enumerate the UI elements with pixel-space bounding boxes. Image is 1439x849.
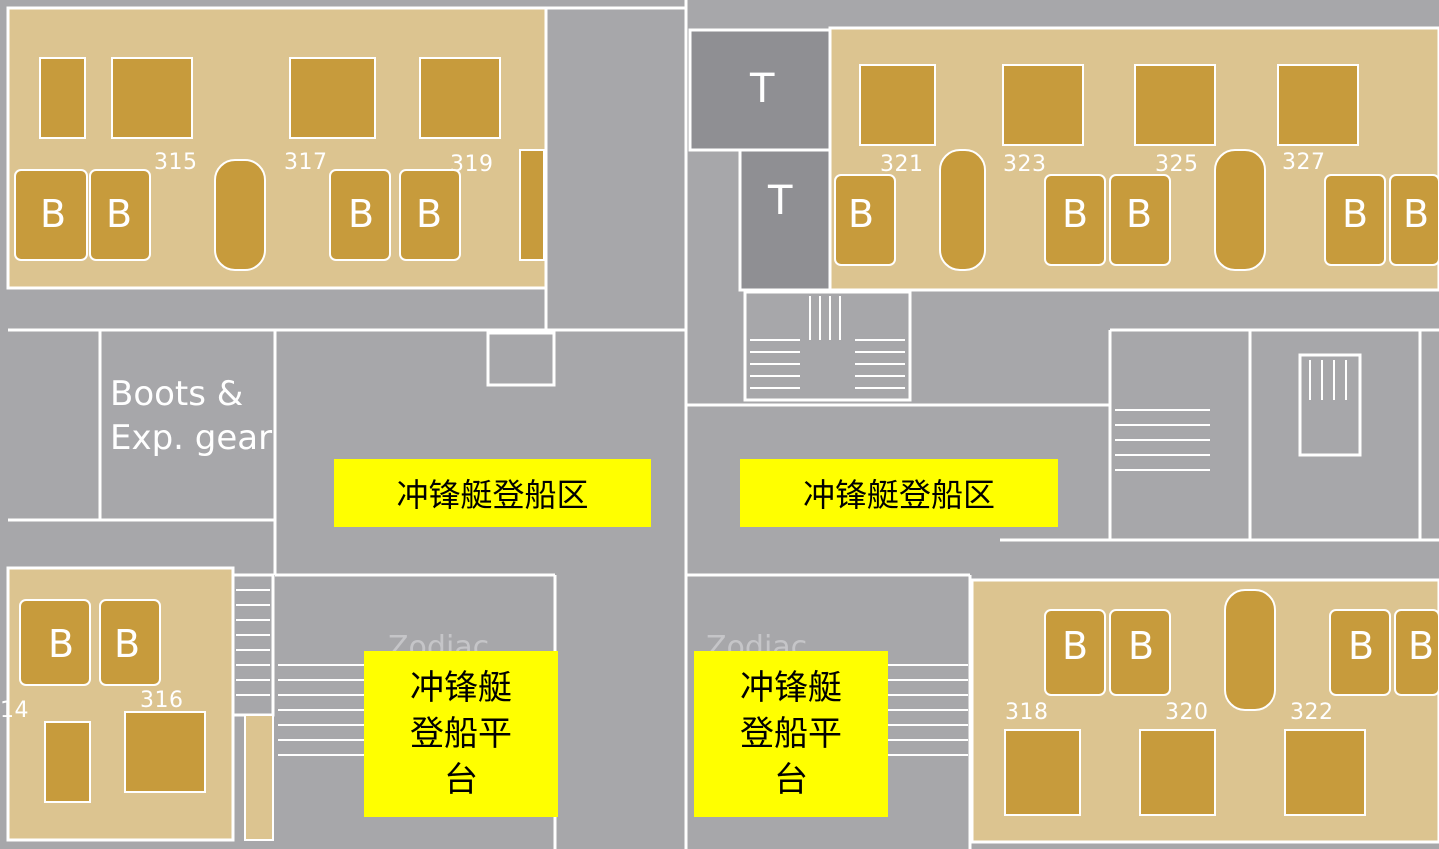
bed-letter: B (1061, 192, 1089, 236)
toilet-label-2: T (768, 178, 793, 224)
chair-b9 (1389, 174, 1439, 266)
room-number-322: 322 (1290, 700, 1334, 725)
room-number-319: 319 (450, 152, 494, 177)
bath-325 (1214, 149, 1266, 271)
embark-area-label-left: 冲锋艇登船区 (334, 459, 651, 527)
platform-left-line1: 冲锋艇 (410, 668, 512, 708)
column-box (486, 331, 556, 387)
bed-letter: B (1127, 624, 1155, 668)
furniture-top-right (834, 64, 1439, 271)
chair-b1 (14, 169, 88, 261)
bed-letter: B (1402, 192, 1430, 236)
bed-letter: B (1347, 624, 1375, 668)
embark-platform-label-right: 冲锋艇 登船平 台 (694, 651, 888, 817)
bed-315 (111, 57, 193, 139)
furniture-top-left (14, 57, 545, 271)
bed-327 (1277, 64, 1359, 146)
bed-322 (1284, 729, 1366, 816)
chair-b15 (1394, 609, 1439, 696)
bath-321 (939, 149, 986, 271)
platform-right-line2: 登船平 (740, 714, 842, 754)
bath-320 (1224, 589, 1276, 711)
chair-b10 (19, 599, 91, 686)
desk-315 (39, 57, 86, 139)
cabin-block-top-left (6, 6, 548, 290)
bed-letter: B (1061, 624, 1089, 668)
bed-325 (1134, 64, 1216, 146)
platform-left-line2: 登船平 (410, 714, 512, 754)
bed-letter: B (415, 192, 443, 236)
platform-right-line3: 台 (774, 760, 808, 800)
bed-letter: B (39, 192, 67, 236)
bed-319 (419, 57, 501, 139)
room-number-327: 327 (1282, 150, 1326, 175)
bed-letter: B (1341, 192, 1369, 236)
central-corridor-top (544, 6, 688, 332)
room-number-321: 321 (880, 152, 924, 177)
toilet-label-1: T (750, 66, 775, 112)
platform-steps (278, 664, 968, 756)
chair-b12 (1044, 609, 1106, 696)
bed-317 (289, 57, 376, 139)
stairs-bottom-left (231, 573, 275, 717)
closet-319 (519, 149, 545, 261)
bed-letter: B (47, 622, 75, 666)
bed-letter: B (847, 192, 875, 236)
room-number-315: 315 (154, 150, 198, 175)
bed-320 (1139, 729, 1216, 816)
bed-316 (124, 711, 206, 793)
desk-316 (44, 721, 91, 803)
bed-323 (1002, 64, 1084, 146)
room-number-314-partial: 14 (0, 698, 29, 723)
bed-letter: B (113, 622, 141, 666)
storage-room (98, 328, 277, 522)
chair-b8 (1324, 174, 1386, 266)
furniture-bottom-left (19, 599, 206, 803)
storage-room-line1: Boots & (110, 374, 244, 414)
bed-letter: B (1125, 192, 1153, 236)
bed-letter: B (1407, 624, 1435, 668)
room-number-317: 317 (284, 150, 328, 175)
stairwell-top (743, 290, 912, 402)
chair-b6 (1044, 174, 1106, 266)
room-number-316: 316 (140, 688, 184, 713)
embark-area-label-right: 冲锋艇登船区 (740, 459, 1058, 527)
chair-b14 (1329, 609, 1391, 696)
stair-steps-right (1115, 360, 1347, 471)
platform-left-line3: 台 (444, 760, 478, 800)
chair-b11 (99, 599, 161, 686)
cabin-closet-bottom-left (244, 714, 274, 841)
storage-room-label: Boots & Exp. gear (110, 372, 272, 460)
bath-315 (214, 159, 266, 271)
stairwell-right (1298, 353, 1362, 457)
bed-321 (859, 64, 936, 146)
toilet-room-1 (688, 28, 832, 152)
bed-letter: B (105, 192, 133, 236)
bed-letter: B (347, 192, 375, 236)
chair-b5 (834, 174, 896, 266)
furniture-bottom-right (1004, 589, 1439, 816)
embark-platform-label-left: 冲锋艇 登船平 台 (364, 651, 558, 817)
chair-b13 (1109, 609, 1171, 696)
chair-b4 (399, 169, 461, 261)
room-number-323: 323 (1003, 152, 1047, 177)
stair-steps-bottom-left (236, 589, 270, 696)
room-number-320: 320 (1165, 700, 1209, 725)
platform-right-line1: 冲锋艇 (740, 668, 842, 708)
chair-b3 (329, 169, 391, 261)
room-number-318: 318 (1005, 700, 1049, 725)
stair-steps-top (750, 296, 905, 389)
bed-318 (1004, 729, 1081, 816)
room-number-325: 325 (1155, 152, 1199, 177)
toilet-room-2 (738, 148, 832, 292)
storage-room-line2: Exp. gear (110, 418, 273, 458)
chair-b7 (1109, 174, 1171, 266)
chair-b2 (89, 169, 151, 261)
